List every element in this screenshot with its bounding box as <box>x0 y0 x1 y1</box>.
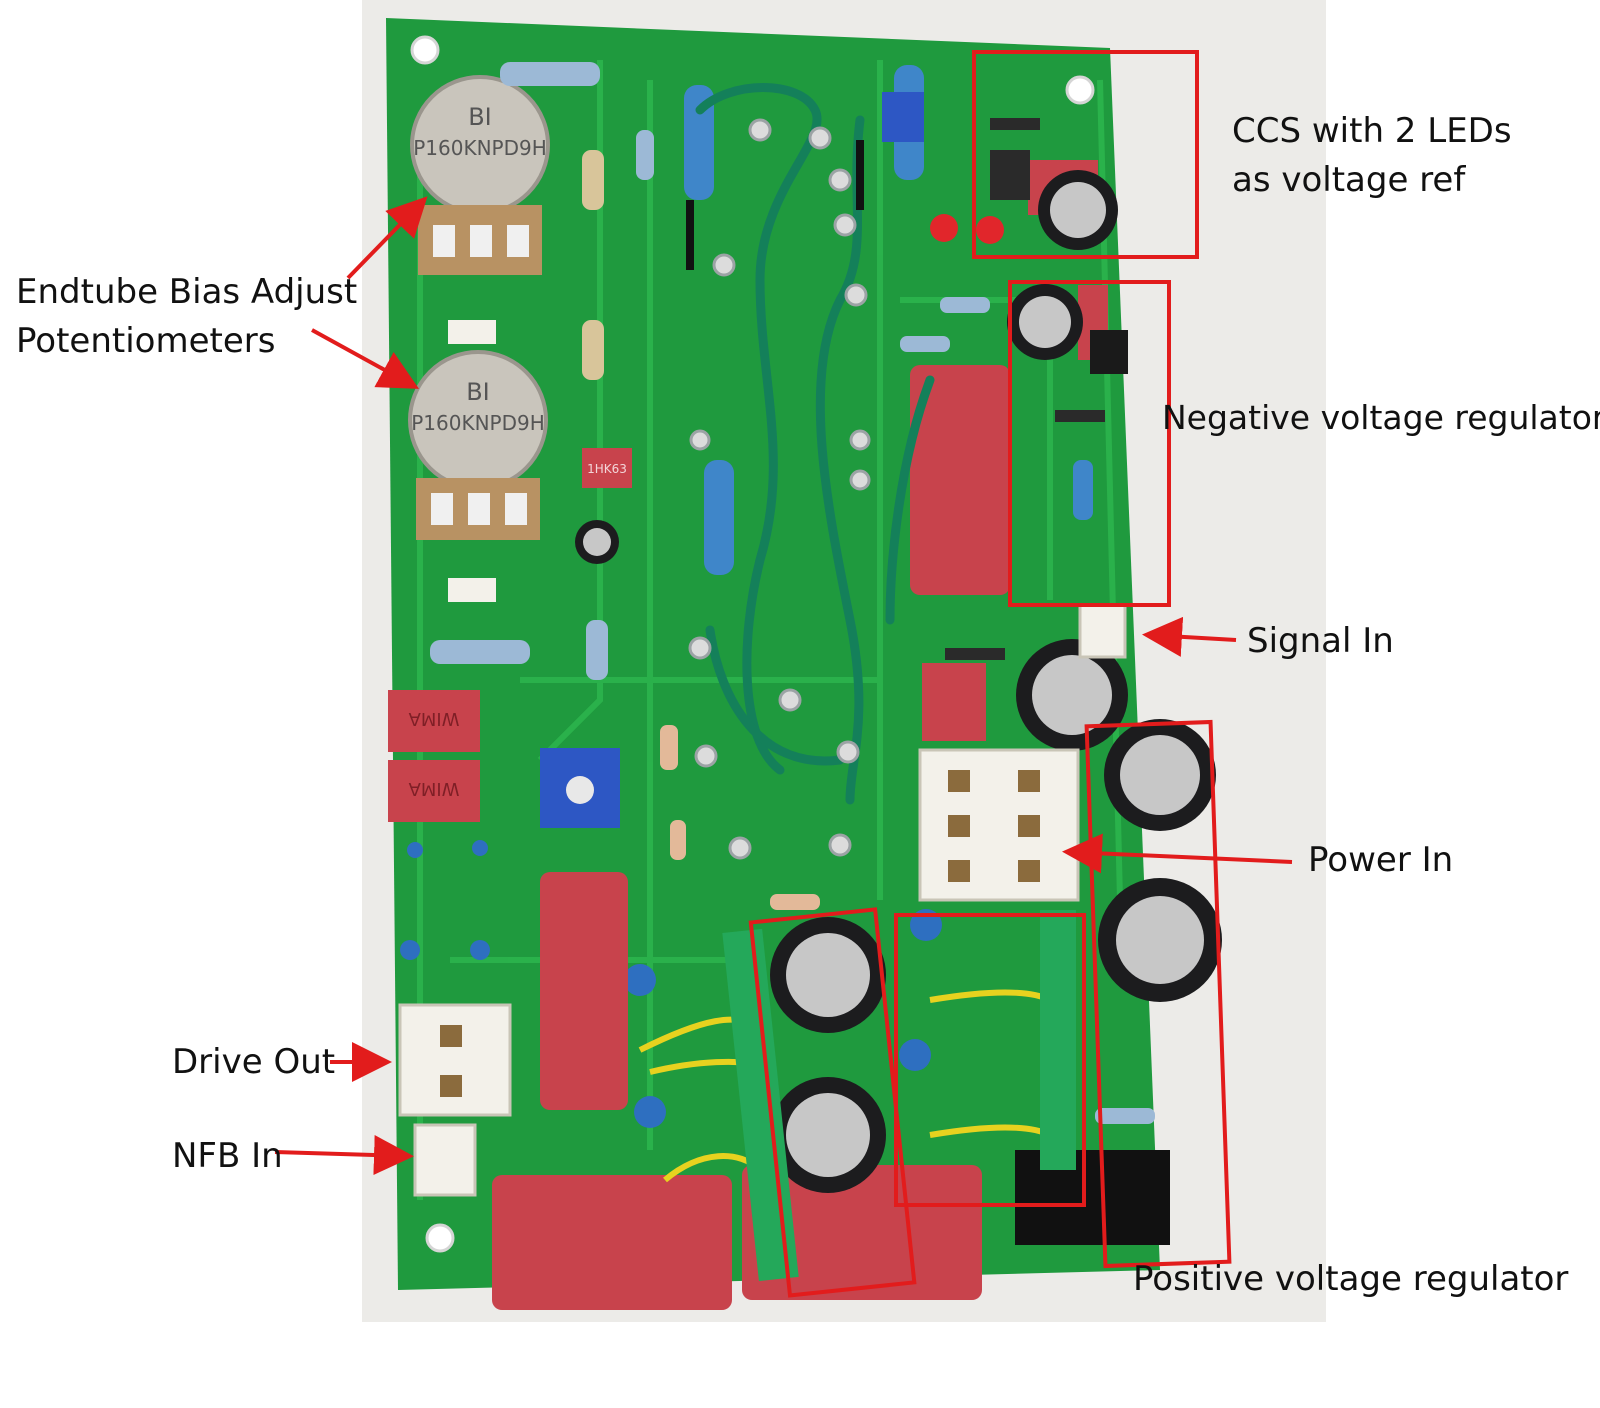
label-bias-line2: Potentiometers <box>16 321 276 361</box>
pot-top-marking-1: BI <box>468 103 492 131</box>
pot-bottom-marking-2: P160KNPD9H <box>411 411 545 435</box>
regulator-positive-heatsink <box>1015 1150 1170 1245</box>
pot-bottom-marking-1: BI <box>466 378 490 406</box>
diode-signal <box>945 648 1005 660</box>
potentiometer-top: BI P160KNPD9H <box>410 75 550 275</box>
label-drive-out: Drive Out <box>172 1042 336 1082</box>
label-ccs-line1: CCS with 2 LEDs <box>1232 111 1512 151</box>
label-bias-line1: Endtube Bias Adjust <box>16 272 358 312</box>
small-cap-marking: 1HK63 <box>587 462 627 476</box>
wima-marking-1: WIMA <box>408 708 460 729</box>
wima-marking-2: WIMA <box>408 778 460 799</box>
label-ccs: CCS with 2 LEDs as voltage ref <box>1232 107 1512 205</box>
label-nfb-in: NFB In <box>172 1136 283 1176</box>
potentiometer-bottom: BI P160KNPD9H <box>408 350 548 540</box>
led-2 <box>976 216 1004 244</box>
label-ccs-line2: as voltage ref <box>1232 160 1466 200</box>
label-power-in: Power In <box>1308 840 1454 880</box>
connectors <box>398 320 1127 1197</box>
label-bias-adjust: Endtube Bias Adjust Potentiometers <box>16 268 357 366</box>
trimmer-pot-small <box>882 92 924 142</box>
regulator-negative <box>1090 330 1128 374</box>
diode-ccs <box>990 118 1040 130</box>
pot-top-marking-2: P160KNPD9H <box>413 136 547 160</box>
label-signal-in: Signal In <box>1247 621 1394 661</box>
solder-pads <box>688 118 871 860</box>
black-wires <box>686 140 864 270</box>
led-1 <box>930 214 958 242</box>
label-negative-regulator: Negative voltage regulator <box>1162 398 1600 437</box>
green-wires <box>695 83 935 805</box>
regulator-daughterboard-2 <box>1040 910 1076 1170</box>
diode-negative <box>1055 410 1105 422</box>
label-positive-regulator: Positive voltage regulator <box>1133 1259 1569 1299</box>
ccs-transistor <box>990 150 1030 200</box>
